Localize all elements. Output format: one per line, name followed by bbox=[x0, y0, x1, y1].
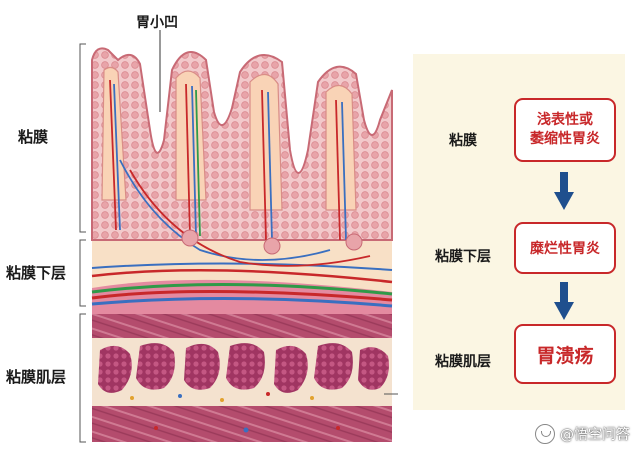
submucosa-layer bbox=[91, 236, 393, 314]
mucosa-label: 粘膜 bbox=[18, 128, 49, 146]
watermark-text: @悟空问答 bbox=[560, 427, 630, 443]
muscularis-label: 粘膜肌层 bbox=[6, 368, 67, 386]
condition-box-erosive: 糜烂性胃炎 bbox=[514, 222, 616, 274]
condition-box-ulcer: 胃溃疡 bbox=[514, 324, 616, 384]
panel-layer-mucosa: 粘膜 bbox=[449, 133, 477, 149]
disease-progression-panel: 粘膜 浅表性或 萎缩性胃炎 粘膜下层 糜烂性胃炎 粘膜肌层 胃溃疡 bbox=[413, 54, 625, 410]
condition-line2: 萎缩性胃炎 bbox=[530, 131, 600, 147]
panel-layer-submucosa: 粘膜下层 bbox=[435, 249, 491, 265]
watermark: @悟空问答 bbox=[535, 424, 630, 444]
down-arrow-icon bbox=[554, 172, 574, 210]
muscle-bundles bbox=[98, 343, 389, 393]
gastric-pit-label: 胃小凹 bbox=[136, 15, 178, 31]
panel-layer-muscularis: 粘膜肌层 bbox=[435, 354, 491, 370]
gastric-glands bbox=[181, 229, 363, 255]
condition-line1: 浅表性或 bbox=[537, 112, 593, 128]
submucosa-label: 粘膜下层 bbox=[6, 264, 67, 282]
layer-brackets bbox=[79, 43, 86, 443]
condition-box-gastritis: 浅表性或 萎缩性胃炎 bbox=[514, 98, 616, 162]
wukong-logo-icon bbox=[535, 424, 555, 444]
mucosa-layer bbox=[91, 30, 393, 267]
down-arrow-icon bbox=[554, 282, 574, 320]
muscularis-layer bbox=[92, 312, 392, 442]
connective-dots bbox=[130, 392, 340, 433]
